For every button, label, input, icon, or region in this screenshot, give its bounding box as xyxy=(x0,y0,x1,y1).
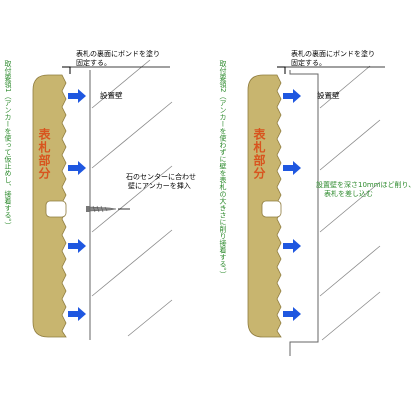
right-bond-leader xyxy=(277,66,286,74)
right-recess-callout-1: 設置壁を深さ10mmほど削り、 xyxy=(316,181,415,189)
diagram-stage: 取付要領1（アンカーを使って仮止めし、接着する。） 表札部分 表札の裏面にボンド… xyxy=(4,50,415,356)
right-recess-callout-2: 表札を差し込む xyxy=(324,190,373,198)
left-anchor-hole xyxy=(45,200,67,218)
right-wall-hatching xyxy=(319,65,381,341)
diagram-graphics xyxy=(32,59,385,356)
left-anchor-callout-2: 壁にアンカーを挿入 xyxy=(128,182,191,190)
right-wall-line xyxy=(289,70,319,356)
arrow-icon xyxy=(68,307,86,321)
arrow-icon xyxy=(68,161,86,175)
right-bond-callout-1: 表札の裏面にボンドを塗り xyxy=(291,50,375,58)
arrow-icon xyxy=(283,239,301,253)
left-wall-label: 設置壁 xyxy=(100,91,123,100)
left-bond-callout-2: 固定する。 xyxy=(76,59,111,67)
right-hole xyxy=(261,200,282,218)
right-side-title: 取付要領2（アンカーを使わずに壁を表札の大きさに削り接着する。） xyxy=(219,60,227,278)
left-bond-leader xyxy=(62,66,71,74)
arrow-icon xyxy=(68,89,86,103)
left-side-title: 取付要領1（アンカーを使って仮止めし、接着する。） xyxy=(4,60,12,229)
arrow-icon xyxy=(283,161,301,175)
arrow-icon xyxy=(283,307,301,321)
right-wall-label: 設置壁 xyxy=(317,91,340,100)
left-anchor-callout-1: 石のセンターに合わせ xyxy=(126,173,196,181)
anchor-screw-icon xyxy=(86,205,117,213)
left-plate-label: 表札部分 xyxy=(37,128,51,180)
arrow-icon xyxy=(283,89,301,103)
arrow-icon xyxy=(68,239,86,253)
left-bond-callout-1: 表札の裏面にボンドを塗り xyxy=(76,50,160,58)
left-wall-hatching xyxy=(91,59,173,337)
right-bond-callout-2: 固定する。 xyxy=(291,59,326,67)
left-arrows xyxy=(68,89,86,321)
right-arrows xyxy=(283,89,301,321)
right-plate-label: 表札部分 xyxy=(252,128,266,180)
